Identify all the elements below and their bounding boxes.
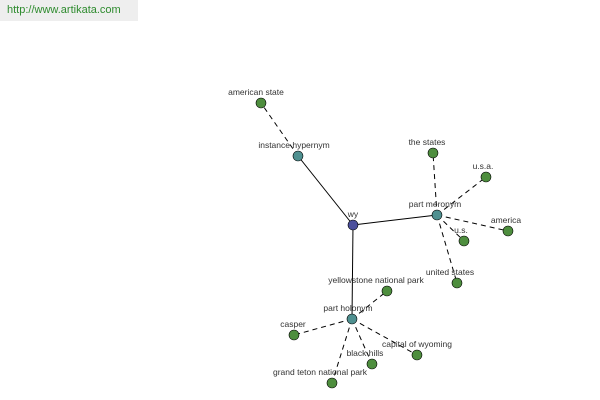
word-label-us[interactable]: u.s. [454, 225, 468, 235]
edge-wy-part-meronym [352, 214, 438, 226]
word-label-united-states[interactable]: united states [426, 267, 474, 277]
word-label-casper[interactable]: casper [280, 319, 306, 329]
word-label-usa[interactable]: u.s.a. [473, 161, 494, 171]
node-yellowstone-national-park[interactable] [381, 285, 393, 297]
node-casper[interactable] [288, 329, 300, 341]
node-instance-hypernym[interactable] [292, 150, 304, 162]
edge-part-meronym-usa [436, 176, 487, 216]
word-label-grand-teton-national-park[interactable]: grand teton national park [273, 367, 368, 377]
relation-label-instance-hypernym[interactable]: instance hypernym [258, 140, 329, 150]
nodes [255, 97, 514, 389]
node-usa[interactable] [480, 171, 492, 183]
edge-part-holonym-grand-teton-national-park [331, 318, 353, 384]
node-part-meronym[interactable] [431, 209, 443, 221]
relation-label-part-meronym[interactable]: part meronym [409, 199, 461, 209]
edge-part-holonym-casper [293, 318, 353, 336]
word-label-yellowstone-national-park[interactable]: yellowstone national park [328, 275, 424, 285]
node-grand-teton-national-park[interactable] [326, 377, 338, 389]
word-label-american-state[interactable]: american state [228, 87, 284, 97]
word-label-black-hills[interactable]: black hills [347, 348, 384, 358]
word-label-the-states[interactable]: the states [409, 137, 446, 147]
word-label-capital-of-wyoming[interactable]: capital of wyoming [382, 339, 452, 349]
node-american-state[interactable] [255, 97, 267, 109]
edge-wy-instance-hypernym [297, 155, 354, 226]
node-black-hills[interactable] [366, 358, 378, 370]
word-label-america[interactable]: america [491, 215, 522, 225]
edge-part-meronym-america [436, 214, 509, 232]
node-the-states[interactable] [427, 147, 439, 159]
site-url[interactable]: http://www.artikata.com [0, 0, 138, 21]
node-america[interactable] [502, 225, 514, 237]
node-united-states[interactable] [451, 277, 463, 289]
node-us[interactable] [458, 235, 470, 247]
edge-instance-hypernym-american-state [260, 102, 299, 157]
node-capital-of-wyoming[interactable] [411, 349, 423, 361]
edge-part-meronym-us [436, 214, 465, 242]
edge-part-meronym-the-states [432, 152, 438, 216]
edge-part-holonym-yellowstone-national-park [351, 290, 388, 320]
edges [260, 102, 509, 384]
center-label-wy[interactable]: wy [347, 209, 359, 219]
labels: instance hypernym american state part mero… [228, 87, 521, 377]
node-wy[interactable] [347, 219, 359, 231]
edge-part-holonym-capital-of-wyoming [351, 318, 418, 356]
edge-part-meronym-united-states [436, 214, 458, 284]
node-part-holonym[interactable] [346, 313, 358, 325]
edge-wy-part-holonym [351, 224, 354, 320]
relation-label-part-holonym[interactable]: part holonym [323, 303, 372, 313]
